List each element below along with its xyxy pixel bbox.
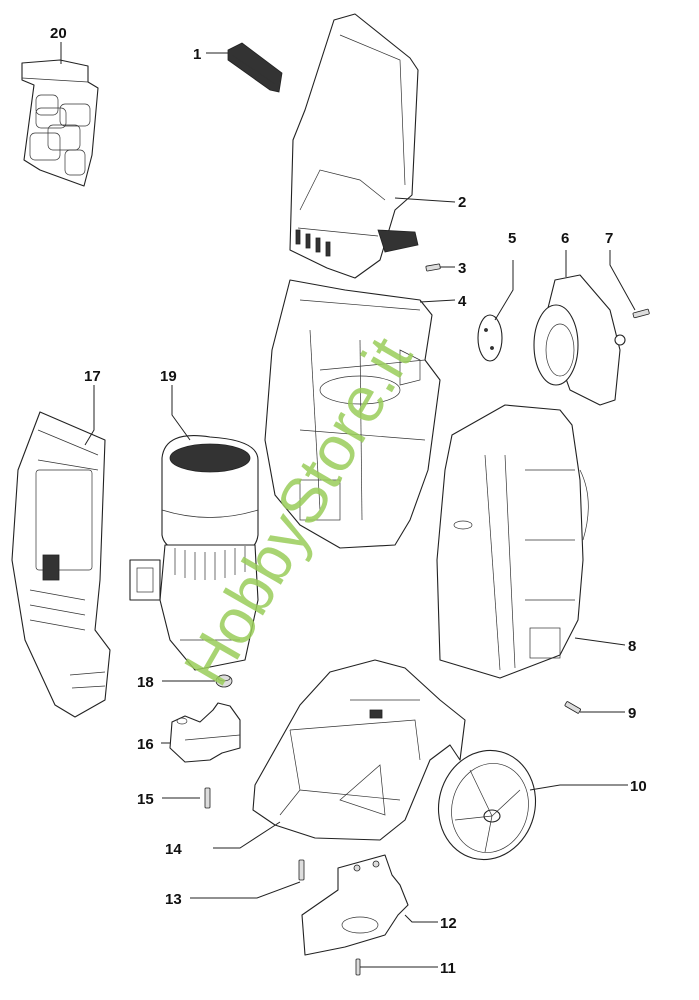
part-10-wheel[interactable] xyxy=(426,739,547,870)
leader-19 xyxy=(171,385,191,441)
leader-13 xyxy=(190,881,301,899)
label-5: 5 xyxy=(508,230,516,247)
label-6: 6 xyxy=(561,230,569,247)
label-4: 4 xyxy=(458,293,467,310)
leader-2 xyxy=(394,197,456,203)
part-16-motor-bracket[interactable] xyxy=(169,702,241,763)
part-6-flange[interactable] xyxy=(533,274,626,406)
label-19: 19 xyxy=(160,368,177,385)
part-19-motor-pump[interactable] xyxy=(129,435,259,671)
part-9-screw[interactable] xyxy=(564,701,581,714)
part-15-screw[interactable] xyxy=(204,787,211,809)
label-11: 11 xyxy=(440,960,456,977)
leader-7 xyxy=(609,250,636,311)
part-5-disc-cap[interactable] xyxy=(477,314,503,362)
leader-10 xyxy=(529,784,628,791)
label-20: 20 xyxy=(50,25,67,42)
part-1-filter-grid[interactable] xyxy=(227,42,283,93)
label-8: 8 xyxy=(628,638,636,655)
part-3-screw[interactable] xyxy=(425,263,441,272)
leader-17 xyxy=(84,385,95,446)
part-18-bushing[interactable] xyxy=(215,674,233,688)
part-17-side-panel[interactable] xyxy=(11,411,111,718)
leader-4 xyxy=(419,299,456,303)
part-20-decal[interactable] xyxy=(21,59,99,187)
part-2-upper-cover[interactable] xyxy=(289,13,419,279)
part-11-screw[interactable] xyxy=(355,958,361,976)
label-7: 7 xyxy=(605,230,613,247)
label-3: 3 xyxy=(458,260,466,277)
part-14-base-chassis[interactable] xyxy=(252,659,466,841)
label-15: 15 xyxy=(137,791,154,808)
label-16: 16 xyxy=(137,736,154,753)
part-13-screw[interactable] xyxy=(298,859,305,881)
label-1: 1 xyxy=(193,46,201,63)
label-13: 13 xyxy=(165,891,182,908)
part-12-foot-support[interactable] xyxy=(301,854,409,956)
part-7-screw[interactable] xyxy=(632,308,650,319)
label-2: 2 xyxy=(458,194,466,211)
leader-8 xyxy=(574,637,626,646)
label-12: 12 xyxy=(440,915,457,932)
leader-12 xyxy=(404,914,438,923)
label-17: 17 xyxy=(84,368,101,385)
part-8-front-housing[interactable] xyxy=(436,404,589,679)
leader-5 xyxy=(494,260,514,321)
leader-14 xyxy=(213,821,281,849)
label-14: 14 xyxy=(165,841,182,858)
label-18: 18 xyxy=(137,674,154,691)
label-10: 10 xyxy=(630,778,647,795)
label-9: 9 xyxy=(628,705,636,722)
part-4-rear-frame[interactable] xyxy=(264,279,441,549)
